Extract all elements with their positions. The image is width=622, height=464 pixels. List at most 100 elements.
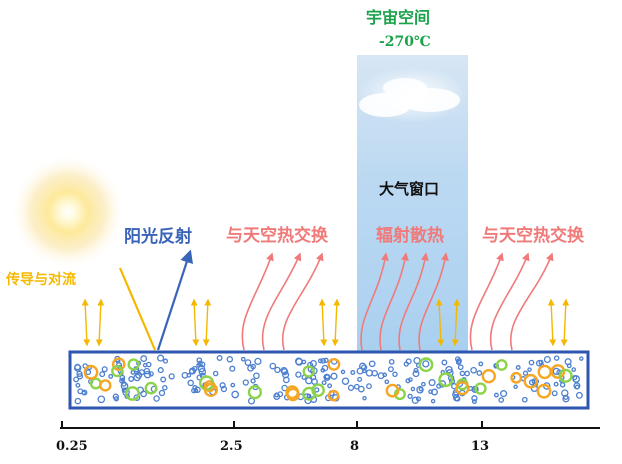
film-particle [143,370,152,379]
film-particle [162,384,168,391]
film-particle [302,386,317,401]
film-particle [359,362,367,370]
film-particle [306,393,312,399]
film-particle [537,364,552,380]
film-particle [347,384,355,391]
axis-tick-label: 8 [350,439,360,454]
atmospheric-window-label: 大气窗口 [379,180,440,198]
film-particle [111,365,124,378]
film-particle [281,368,289,376]
film-particle [571,367,577,372]
film-particle [311,378,318,385]
film-particle [320,357,326,364]
film-particle [362,395,367,401]
film-particle [572,375,581,383]
film-particle [430,398,436,404]
radiative-cooling-arrows [360,252,449,351]
film-particle [368,360,376,368]
film-particle [160,376,167,383]
film-particle [231,390,240,399]
film-particle [229,365,236,372]
film-particle [438,380,447,388]
film-particle [455,381,470,396]
film-particle [360,364,368,371]
axis-tick-label: 13 [471,439,490,454]
film-particle [146,361,152,368]
film-particle [536,383,552,399]
film-particle [199,361,206,368]
film-particle [559,382,566,388]
film-particle [457,364,464,371]
film-particle [286,387,300,402]
film-particle [579,356,584,361]
film-particle [470,366,477,374]
film-particle [295,371,302,378]
film-particle [407,393,413,399]
film-particle [81,390,86,396]
film-particle [422,360,430,368]
film-particle [574,384,580,390]
film-particle [269,362,277,370]
wavelength-axis [60,421,600,429]
film-particle [203,382,219,398]
solar-reflection-arrow [118,267,157,351]
sun-icon [10,154,126,270]
film-particle [566,363,572,369]
film-particle [478,361,484,367]
film-particle [119,374,126,381]
film-particle [226,356,234,363]
film-particle [294,357,303,366]
film-particle [495,359,508,371]
film-particle [277,391,284,398]
film-particle [528,359,535,366]
film-particle [302,365,315,378]
film-particle [254,357,262,366]
axis-tick-label: 2.5 [220,439,243,454]
film-particle [471,395,478,402]
film-particle [510,371,523,384]
conduction-arrows [81,298,570,347]
film-particle [493,392,499,398]
film-particle [513,384,518,390]
film-particle [101,366,108,373]
film-particle [357,376,363,382]
film-particle [385,383,400,398]
film-particle [219,382,226,389]
film-particle [244,359,252,366]
film-particle [459,370,466,377]
film-particle [76,370,83,377]
film-particle [198,367,207,376]
film-particle [413,367,419,373]
radiative-cooling-label: 辐射散热 [376,226,444,246]
film-particle [575,391,583,399]
film-particle [220,385,228,393]
film-particle [212,370,219,377]
film-particle [515,365,521,370]
film-particle [187,379,194,387]
film-particle [528,379,536,386]
film-particle [365,369,374,377]
film-particle [242,379,249,386]
reflection-out-arrow [156,249,193,351]
film-particle [441,359,448,366]
space-temperature: -270℃ [379,34,431,50]
film-particle [416,386,424,394]
film-particle [324,374,331,381]
film-particle [140,390,147,398]
film-particle [216,355,223,361]
film-particle [405,378,411,384]
sky-exchange-arrows-left [241,252,324,351]
film-particle [247,385,263,400]
film-particle [240,356,246,362]
film-particle [140,355,148,363]
film-particle [366,383,372,390]
film-particle [327,389,340,402]
film-particle [452,394,460,402]
film-particle [113,396,119,402]
film-particle [452,391,460,399]
film-particle [387,366,394,373]
film-particle [438,372,454,388]
film-particle [111,357,126,372]
film-particle [428,379,436,387]
